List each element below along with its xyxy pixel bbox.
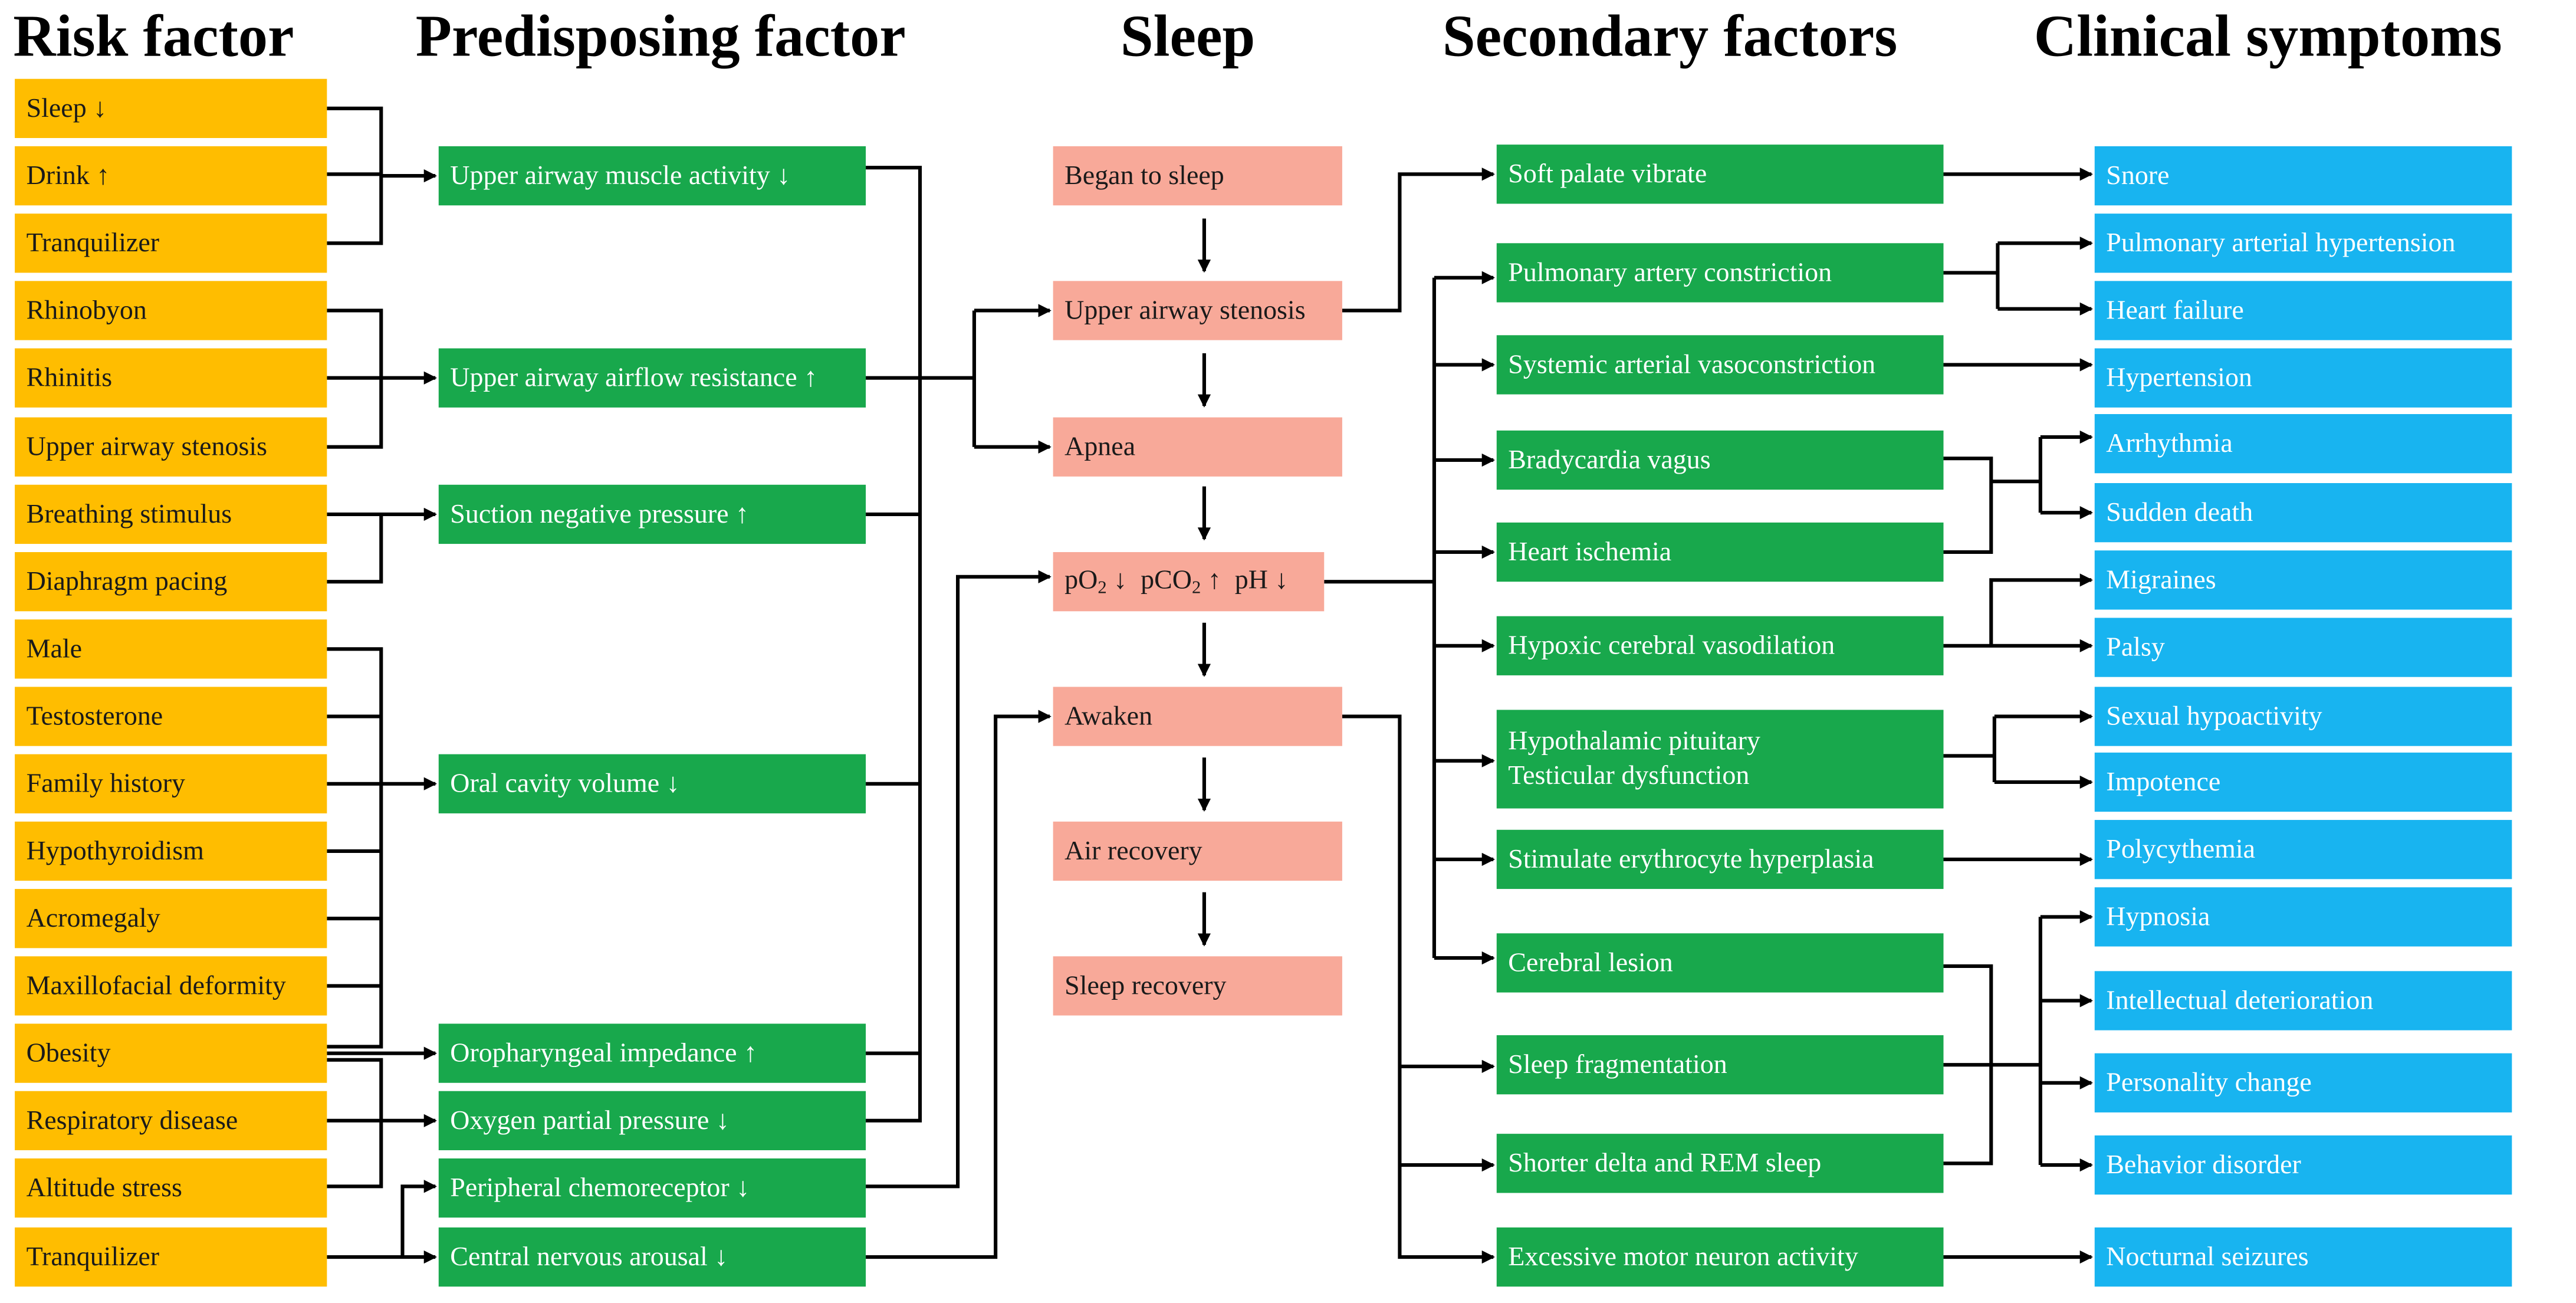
risk-node-hypothyroidism: Hypothyroidism (15, 821, 327, 881)
connector (866, 570, 1052, 1189)
connector (866, 166, 922, 1123)
risk-node-family-history: Family history (15, 754, 327, 813)
predisposing-node-peripheral-chemoreceptor: Peripheral chemoreceptor ↓ (438, 1158, 866, 1218)
risk-node-rhinitis: Rhinitis (15, 348, 327, 408)
header-risk-factor: Risk factor (13, 3, 294, 69)
connector (1989, 573, 2093, 646)
risk-node-diaphragm-pacing: Diaphragm pacing (15, 552, 327, 612)
secondary-node-bradycardia-vagus: Bradycardia vagus (1496, 430, 1944, 490)
connector (400, 1180, 437, 1258)
clinical-node-personality-change: Personality change (2094, 1053, 2512, 1112)
clinical-node-heart-failure: Heart failure (2094, 281, 2512, 340)
header-secondary-factors: Secondary factors (1442, 3, 1898, 69)
secondary-node-pulmonary-artery-constriction: Pulmonary artery constriction (1496, 243, 1944, 303)
predisposing-node-oxygen-partial-pressure: Oxygen partial pressure ↓ (438, 1091, 866, 1150)
predisposing-node-upper-airway-muscle-activity: Upper airway muscle activity ↓ (438, 146, 866, 206)
secondary-node-hypoxic-cerebral-vasodilation: Hypoxic cerebral vasodilation (1496, 616, 1944, 675)
header-predisposing-factor: Predisposing factor (415, 3, 906, 69)
sleep-node-sleep-recovery: Sleep recovery (1053, 956, 1342, 1016)
clinical-node-sudden-death: Sudden death (2094, 483, 2512, 543)
secondary-node-systemic-arterial-vasoconstriction: Systemic arterial vasoconstriction (1496, 335, 1944, 395)
clinical-node-impotence: Impotence (2094, 752, 2512, 812)
clinical-node-hypnosia: Hypnosia (2094, 887, 2512, 947)
sleep-node-apnea: Apnea (1053, 417, 1342, 477)
clinical-node-sexual-hypoactivity: Sexual hypoactivity (2094, 687, 2512, 746)
connector (1943, 457, 1993, 554)
connector (1342, 714, 1495, 1264)
connector (327, 514, 383, 584)
clinical-node-hypertension: Hypertension (2094, 348, 2512, 408)
secondary-node-heart-ischemia: Heart ischemia (1496, 522, 1944, 582)
secondary-node-soft-palate-vibrate: Soft palate vibrate (1496, 145, 1944, 204)
risk-node-male: Male (15, 619, 327, 679)
risk-node-sleep: Sleep ↓ (15, 78, 327, 138)
risk-node-respiratory-disease: Respiratory disease (15, 1091, 327, 1150)
clinical-node-polycythemia: Polycythemia (2094, 820, 2512, 879)
risk-node-breathing-stimulus: Breathing stimulus (15, 484, 327, 544)
clinical-node-intellectual-deterioration: Intellectual deterioration (2094, 971, 2512, 1030)
predisposing-node-oropharyngeal-impedance: Oropharyngeal impedance ↑ (438, 1023, 866, 1083)
secondary-node-cerebral-lesion: Cerebral lesion (1496, 933, 1944, 993)
header-clinical-symptoms: Clinical symptoms (2033, 3, 2502, 69)
risk-node-obesity: Obesity (15, 1023, 327, 1083)
blood-gas-text: pO2 ↓ pCO2 ↑ pH ↓ (1064, 563, 1289, 598)
sleep-node-upper-airway-stenosis: Upper airway stenosis (1053, 281, 1342, 340)
secondary-node-sleep-fragmentation: Sleep fragmentation (1496, 1035, 1944, 1095)
clinical-node-pulmonary-arterial-hypertension: Pulmonary arterial hypertension (2094, 214, 2512, 273)
clinical-node-palsy: Palsy (2094, 618, 2512, 677)
risk-node-tranquilizer: Tranquilizer (15, 214, 327, 273)
connector (1342, 168, 1495, 313)
connector (327, 647, 383, 1049)
header-sleep: Sleep (1120, 3, 1256, 69)
risk-node-upper-airway-stenosis: Upper airway stenosis (15, 417, 327, 477)
secondary-node-stimulate-erythrocyte-hyperplasia: Stimulate erythrocyte hyperplasia (1496, 829, 1944, 890)
risk-node-rhinobyon: Rhinobyon (15, 281, 327, 340)
risk-node-testosterone: Testosterone (15, 687, 327, 746)
predisposing-node-central-nervous-arousal: Central nervous arousal ↓ (438, 1227, 866, 1287)
node-line-1: Hypothalamic pituitary (1508, 725, 1760, 757)
risk-node-altitude-stress: Altitude stress (15, 1158, 327, 1218)
predisposing-node-upper-airway-airflow-resistance: Upper airway airflow resistance ↑ (438, 348, 866, 408)
sleep-node-air-recovery: Air recovery (1053, 821, 1342, 881)
risk-node-tranquilizer-2: Tranquilizer (15, 1227, 327, 1287)
sleep-node-awaken: Awaken (1053, 687, 1342, 746)
secondary-node-hypothalamic-pituitary-testicular: Hypothalamic pituitary Testicular dysfun… (1496, 710, 1944, 809)
secondary-node-shorter-delta-rem-sleep: Shorter delta and REM sleep (1496, 1134, 1944, 1193)
node-line-2: Testicular dysfunction (1508, 759, 1750, 790)
sleep-node-began-to-sleep: Began to sleep (1053, 146, 1342, 206)
clinical-node-migraines: Migraines (2094, 550, 2512, 610)
clinical-node-arrhythmia: Arrhythmia (2094, 413, 2512, 474)
risk-node-maxillofacial-deformity: Maxillofacial deformity (15, 956, 327, 1016)
connector (327, 1058, 383, 1189)
clinical-node-snore: Snore (2094, 146, 2512, 206)
risk-node-drink: Drink ↑ (15, 146, 327, 206)
risk-node-acromegaly: Acromegaly (15, 889, 327, 948)
sleep-node-blood-gas: pO2 ↓ pCO2 ↑ pH ↓ (1053, 552, 1325, 612)
connector (866, 710, 1052, 1259)
predisposing-node-suction-negative-pressure: Suction negative pressure ↑ (438, 484, 866, 544)
secondary-node-excessive-motor-neuron-activity: Excessive motor neuron activity (1496, 1227, 1944, 1287)
predisposing-node-oral-cavity-volume: Oral cavity volume ↓ (438, 754, 866, 813)
clinical-node-nocturnal-seizures: Nocturnal seizures (2094, 1227, 2512, 1287)
clinical-node-behavior-disorder: Behavior disorder (2094, 1135, 2512, 1195)
